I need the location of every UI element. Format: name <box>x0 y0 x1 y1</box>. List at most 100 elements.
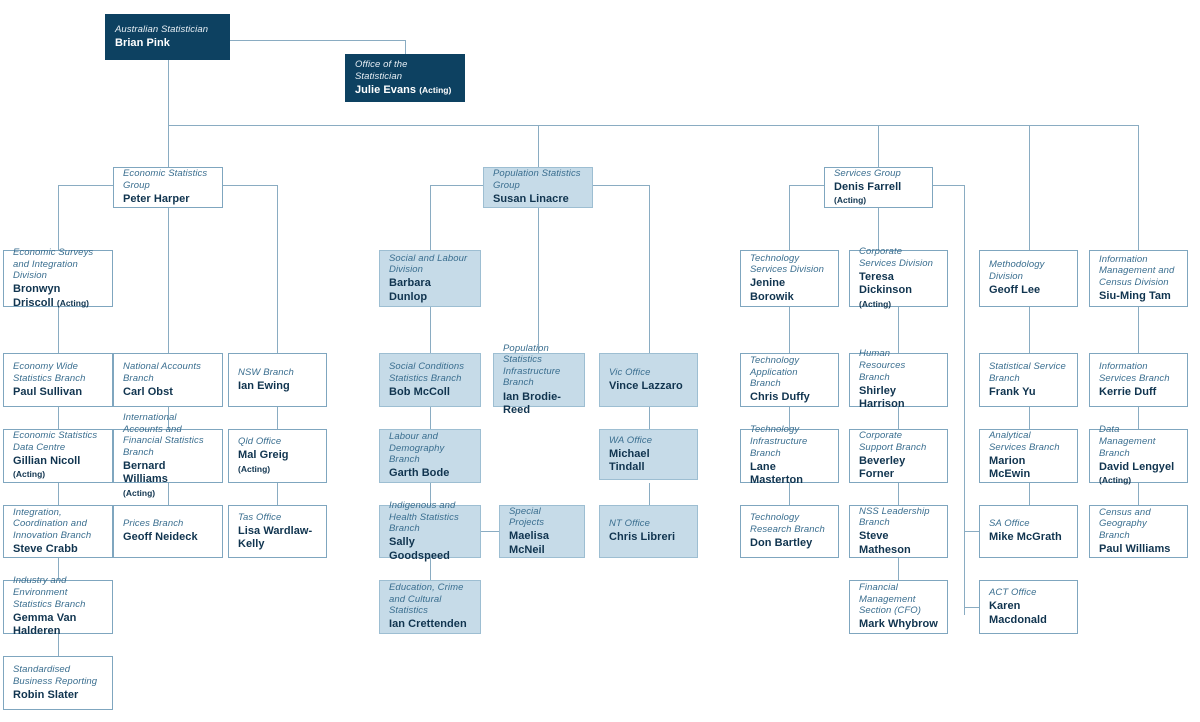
connector-line <box>223 185 278 186</box>
node-australian-statistician[interactable]: Australian Statistician Brian Pink <box>105 14 230 60</box>
node-person: Bob McColl <box>389 385 450 398</box>
node-person: Frank Yu <box>989 385 1036 398</box>
node-title: Methodology Division <box>989 259 1045 283</box>
node-international-accounts-financial-statistics-branch[interactable]: International Accounts and Financial Sta… <box>113 412 223 498</box>
node-standardised-business-reporting[interactable]: Standardised Business Reporting Robin Sl… <box>3 656 113 710</box>
connector-line <box>898 407 899 429</box>
node-special-projects[interactable]: Special Projects Maelisa McNeil <box>499 505 585 558</box>
node-industry-environment-statistics-branch[interactable]: Industry and Environment Statistics Bran… <box>3 575 113 637</box>
connector-line <box>789 185 790 250</box>
node-title: Statistical Service Branch <box>989 360 1066 384</box>
connector-line <box>58 407 59 429</box>
node-title: Technology Research Branch <box>750 512 825 536</box>
node-statistical-service-branch[interactable]: Statistical Service Branch Frank Yu <box>979 353 1078 407</box>
connector-line <box>649 185 650 353</box>
node-sa-office[interactable]: SA Office Mike McGrath <box>979 505 1078 558</box>
node-person: Lisa Wardlaw-Kelly <box>238 524 313 551</box>
node-title: Standardised Business Reporting <box>13 663 98 687</box>
connector-line <box>933 185 964 186</box>
node-information-services-branch[interactable]: Information Services Branch Kerrie Duff <box>1089 353 1188 407</box>
connector-line <box>58 307 59 353</box>
node-nt-office[interactable]: NT Office Chris Libreri <box>599 505 698 558</box>
connector-line <box>898 307 899 353</box>
node-social-labour-division[interactable]: Social and Labour Division Barbara Dunlo… <box>379 250 481 307</box>
node-data-management-branch[interactable]: Data Management Branch David Lengyel (Ac… <box>1089 424 1188 485</box>
node-education-crime-cultural-statistics[interactable]: Education, Crime and Cultural Statistics… <box>379 580 481 634</box>
node-services-group[interactable]: Services Group Denis Farrell (Acting) <box>824 167 933 208</box>
node-person: Chris Libreri <box>609 531 676 544</box>
node-tas-office[interactable]: Tas Office Lisa Wardlaw-Kelly <box>228 505 327 558</box>
node-labour-demography-branch[interactable]: Labour and Demography Branch Garth Bode <box>379 429 481 483</box>
connector-line <box>1029 483 1030 505</box>
node-population-statistics-infrastructure-branch[interactable]: Population Statistics Infrastructure Bra… <box>493 343 585 416</box>
node-corporate-services-division[interactable]: Corporate Services Division Teresa Dicki… <box>849 246 948 309</box>
node-title: Human Resources Branch <box>859 348 906 383</box>
node-person: Sally Goodspeed <box>389 536 450 562</box>
node-title: Financial Management Section (CFO) <box>859 582 922 617</box>
node-title: Analytical Services Branch <box>989 430 1060 453</box>
node-qld-office[interactable]: Qld Office Mal Greig (Acting) <box>228 429 327 483</box>
node-person: Vince Lazzaro <box>609 379 683 392</box>
node-title: Tas Office <box>238 511 282 523</box>
node-office-of-the-statistician[interactable]: Office of the Statistician Julie Evans (… <box>345 54 465 102</box>
node-social-conditions-statistics-branch[interactable]: Social Conditions Statistics Branch Bob … <box>379 353 481 407</box>
node-person: Carl Obst <box>123 385 173 398</box>
node-financial-management-section[interactable]: Financial Management Section (CFO) Mark … <box>849 580 948 634</box>
node-title: Labour and Demography Branch <box>389 431 445 466</box>
connector-line <box>277 185 278 353</box>
node-population-statistics-group[interactable]: Population Statistics Group Susan Linacr… <box>483 167 593 208</box>
node-technology-infrastructure-branch[interactable]: Technology Infrastructure Branch Lane Ma… <box>740 424 839 486</box>
connector-line <box>789 407 790 429</box>
node-methodology-division[interactable]: Methodology Division Geoff Lee <box>979 250 1078 307</box>
node-human-resources-branch[interactable]: Human Resources Branch Shirley Harrison <box>849 348 948 410</box>
node-information-management-census-division[interactable]: Information Management and Census Divisi… <box>1089 250 1188 307</box>
node-person: Geoff Lee <box>989 284 1041 297</box>
node-title: Services Group <box>834 167 901 179</box>
node-indigenous-health-statistics-branch[interactable]: Indigenous and Health Statistics Branch … <box>379 500 481 562</box>
node-wa-office[interactable]: WA Office Michael Tindall <box>599 429 698 480</box>
node-vic-office[interactable]: Vic Office Vince Lazzaro <box>599 353 698 407</box>
node-analytical-services-branch[interactable]: Analytical Services Branch Marion McEwin <box>979 429 1078 483</box>
node-title: Special Projects <box>509 505 545 529</box>
node-person: Brian Pink <box>115 36 170 49</box>
acting-label: (Acting) <box>13 469 46 480</box>
node-person: Barbara Dunlop <box>389 277 431 303</box>
node-title: Integration, Coordination and Innovation… <box>13 506 92 541</box>
node-title: Office of the Statistician <box>355 58 408 82</box>
node-person: Bernard Williams(Acting) <box>123 459 168 498</box>
node-nss-leadership-branch[interactable]: NSS Leadership Branch Steve Matheson <box>849 505 948 558</box>
node-technology-services-division[interactable]: Technology Services Division Jenine Boro… <box>740 250 839 307</box>
node-technology-research-branch[interactable]: Technology Research Branch Don Bartley <box>740 505 839 558</box>
node-title: Information Services Branch <box>1099 360 1170 384</box>
node-technology-application-branch[interactable]: Technology Application Branch Chris Duff… <box>740 353 839 407</box>
node-title: WA Office <box>609 434 653 446</box>
connector-line <box>230 40 406 41</box>
acting-label: (Acting) <box>123 487 156 498</box>
node-title: National Accounts Branch <box>123 360 201 384</box>
node-economic-surveys-integration-division[interactable]: Economic Surveys and Integration Divisio… <box>3 246 113 309</box>
node-title: Vic Office <box>609 366 651 378</box>
node-economy-wide-statistics-branch[interactable]: Economy Wide Statistics Branch Paul Sull… <box>3 353 113 407</box>
connector-line <box>593 185 649 186</box>
connector-line <box>430 483 431 505</box>
node-national-accounts-branch[interactable]: National Accounts Branch Carl Obst <box>113 353 223 407</box>
connector-line <box>168 407 169 429</box>
node-nsw-branch[interactable]: NSW Branch Ian Ewing <box>228 353 327 407</box>
connector-line <box>878 125 879 167</box>
node-prices-branch[interactable]: Prices Branch Geoff Neideck <box>113 505 223 558</box>
node-title: Economic Surveys and Integration Divisio… <box>13 246 94 282</box>
node-person: Julie Evans (Acting) <box>355 83 452 96</box>
node-person: Shirley Harrison <box>859 384 905 411</box>
node-person: Susan Linacre <box>493 193 569 206</box>
node-corporate-support-branch[interactable]: Corporate Support Branch Beverley Forner <box>849 429 948 483</box>
node-title: Technology Services Division <box>750 252 825 276</box>
node-economic-statistics-data-centre[interactable]: Economic Statistics Data Centre Gillian … <box>3 429 113 483</box>
node-census-geography-branch[interactable]: Census and Geography Branch Paul William… <box>1089 505 1188 558</box>
node-economic-statistics-group[interactable]: Economic Statistics Group Peter Harper <box>113 167 223 208</box>
node-title: Data Management Branch <box>1099 424 1156 459</box>
node-integration-coordination-innovation-branch[interactable]: Integration, Coordination and Innovation… <box>3 505 113 558</box>
node-title: Technology Infrastructure Branch <box>750 424 808 459</box>
node-title: Population Statistics Group <box>493 168 581 192</box>
node-act-office[interactable]: ACT Office Karen Macdonald <box>979 580 1078 634</box>
node-title: SA Office <box>989 518 1030 530</box>
